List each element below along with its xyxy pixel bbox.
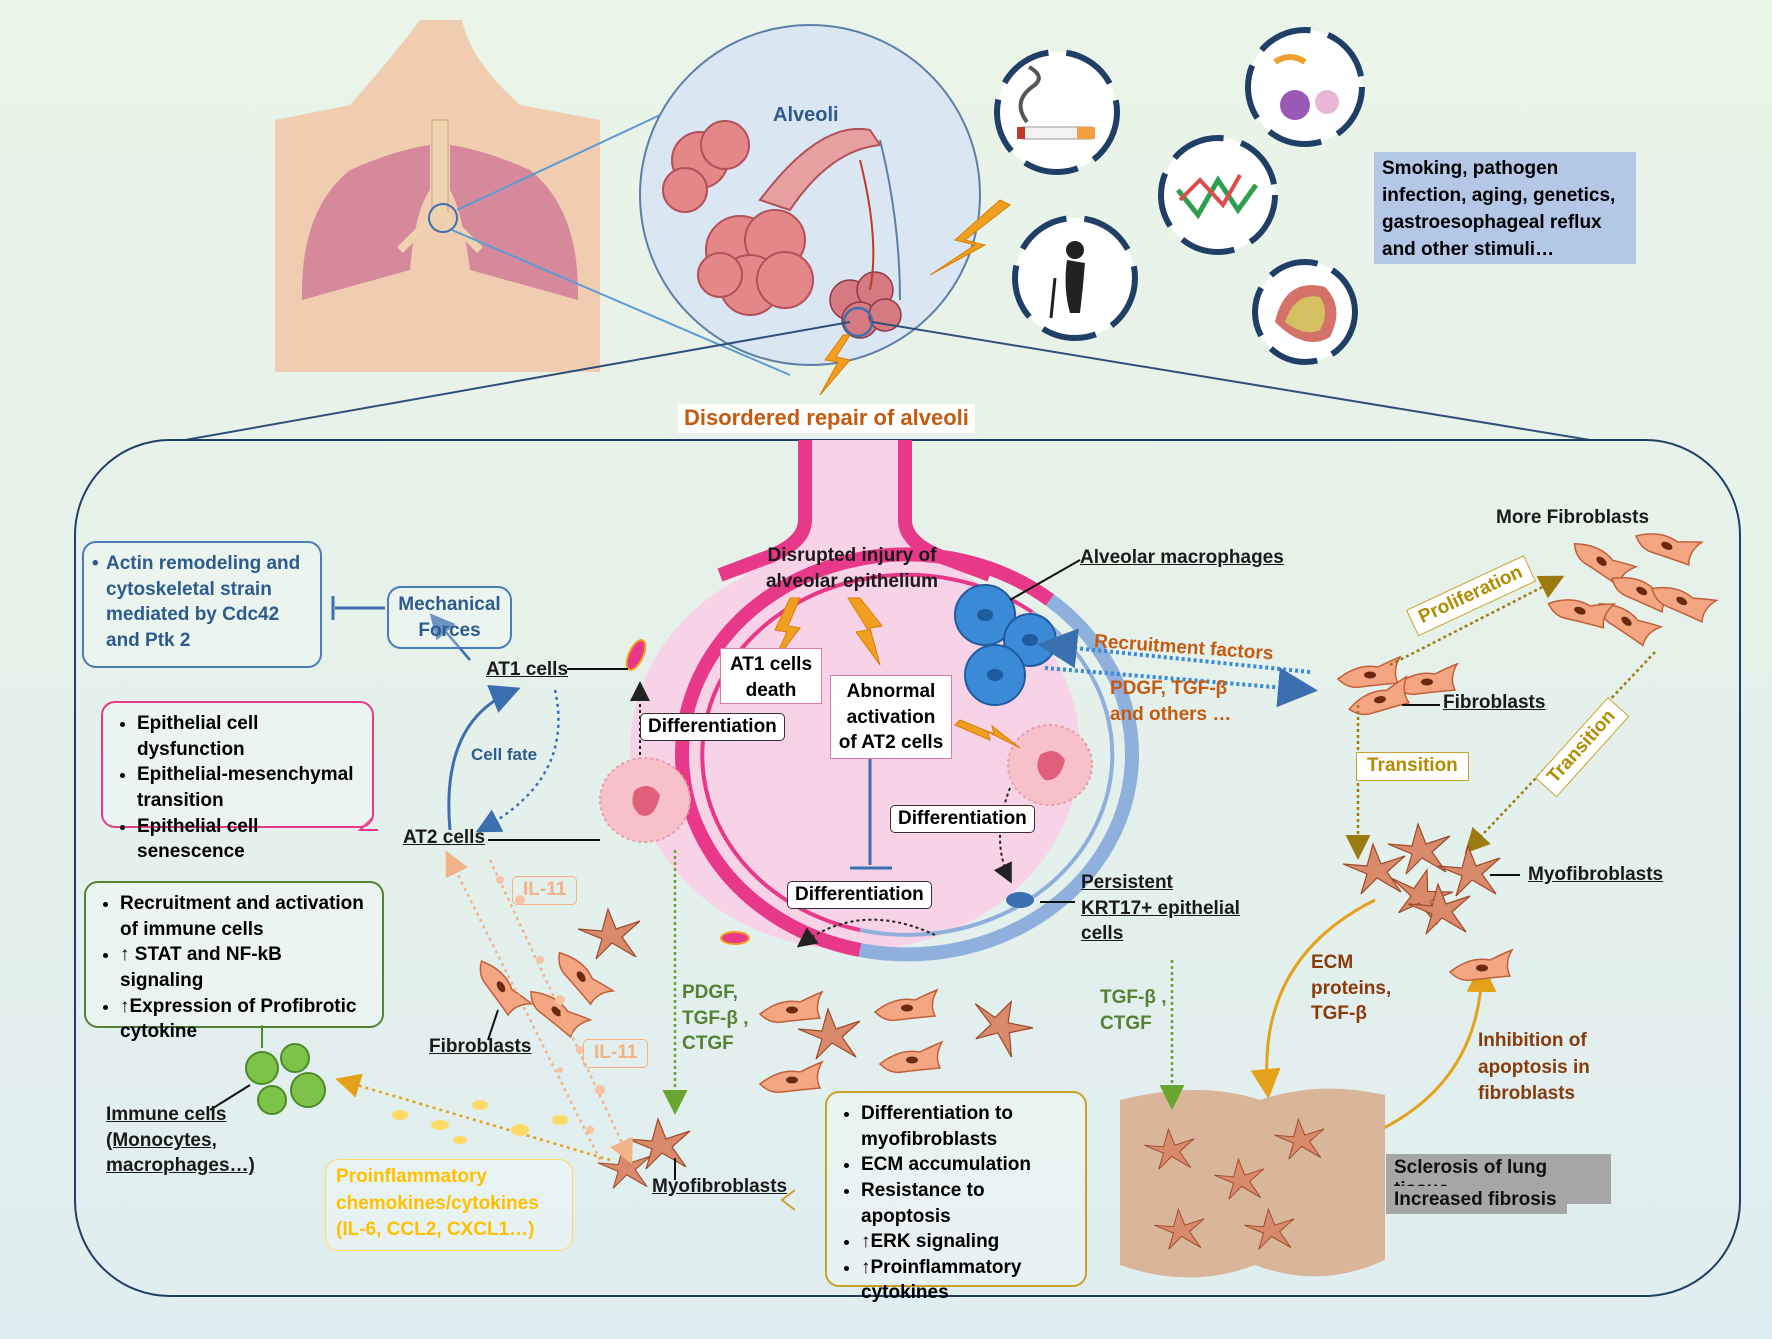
immune-cells-label: Immune cells (Monocytes, macrophages…) (106, 1104, 255, 1177)
myo-item-5: ↑Proinflammatory cytokines (861, 1255, 1073, 1306)
more-fibroblasts-label: More Fibroblasts (1496, 507, 1650, 528)
fibroblasts-right-label: Fibroblasts (1443, 692, 1546, 713)
immune-effects-box: Recruitment and activation of immune cel… (84, 881, 384, 1042)
tgf-ctgf-label: TGF-β , CTGF (1100, 987, 1167, 1034)
pdgf-tgf-label: PDGF, TGF-β and others … (1110, 678, 1232, 725)
inhibition-label: Inhibition of apoptosis in fibroblasts (1478, 1030, 1590, 1105)
fibrosis-label: Increased fibrosis (1386, 1186, 1567, 1214)
immune-cells-illustration (245, 1043, 326, 1115)
fibroblasts-left-label: Fibroblasts (429, 1036, 532, 1057)
torso-lungs-illustration (275, 20, 600, 372)
immune-item-1: Recruitment and activation of immune cel… (120, 891, 370, 942)
differentiation-right-label: Differentiation (890, 805, 1035, 833)
cell-fate-label: Cell fate (471, 745, 538, 764)
epithelial-item-2: Epithelial-mesenchymal transition (137, 762, 360, 813)
disrupted-injury-label: Disrupted injury of alveolar epithelium (765, 545, 939, 592)
myofibroblast-effects-box: Differentiation to myofibroblasts ECM ac… (825, 1091, 1087, 1303)
disordered-repair-title: Disordered repair of alveoli (678, 404, 975, 433)
stimuli-text: Smoking, pathogen infection, aging, gene… (1382, 158, 1616, 260)
actin-remodeling-box: •Actin remodeling and cytoskeletal strai… (82, 541, 322, 668)
stimuli-box: Smoking, pathogen infection, aging, gene… (1374, 152, 1636, 264)
krt17-label: Persistent KRT17+ epithelial cells (1081, 872, 1240, 945)
alveoli-zoom-circle (639, 24, 981, 366)
alveoli-label: Alveoli (773, 104, 839, 126)
myo-item-3: Resistance to apoptosis (861, 1178, 1073, 1229)
myofibroblasts-right-label: Myofibroblasts (1528, 864, 1664, 885)
il11-label-top: IL-11 (512, 876, 578, 905)
immune-item-2: ↑ STAT and NF-kB signaling (120, 942, 370, 993)
proinflammatory-text: Proinflammatory chemokines/cytokines (IL… (336, 1166, 539, 1241)
differentiation-left-label: Differentiation (640, 713, 785, 741)
abnormal-activation-text: Abnormal activation of AT2 cells (838, 681, 944, 754)
myo-item-1: Differentiation to myofibroblasts (861, 1101, 1073, 1152)
epithelial-item-1: Epithelial cell dysfunction (137, 711, 360, 762)
at1-death-text: AT1 cells death (729, 654, 813, 701)
proinflammatory-box: Proinflammatory chemokines/cytokines (IL… (325, 1159, 573, 1251)
at1-cells-label: AT1 cells (486, 659, 569, 680)
fibrotic-tissue (1120, 1088, 1385, 1278)
myofibroblasts-left-label: Myofibroblasts (652, 1176, 788, 1197)
stimulus-icons (994, 27, 1365, 365)
transition-left-label: Transition (1356, 752, 1469, 781)
abnormal-activation-box: Abnormal activation of AT2 cells (830, 675, 952, 759)
ecm-label: ECM proteins, TGF-β (1311, 952, 1392, 1025)
myo-item-2: ECM accumulation (861, 1152, 1073, 1178)
actin-text: Actin remodeling and cytoskeletal strain… (106, 553, 301, 651)
myo-item-4: ↑ERK signaling (861, 1229, 1073, 1255)
mechanical-forces-text: Mechanical Forces (398, 594, 501, 641)
differentiation-bottom-label: Differentiation (787, 881, 932, 909)
at2-cells-label: AT2 cells (403, 827, 486, 848)
mechanical-forces-box: Mechanical Forces (387, 586, 512, 649)
growth-factors-label: PDGF, TGF-β , CTGF (682, 982, 749, 1055)
epithelial-box: Epithelial cell dysfunction Epithelial-m… (101, 701, 374, 862)
immune-item-3: ↑Expression of Profibrotic cytokine (120, 994, 370, 1045)
alveolar-macrophages-label: Alveolar macrophages (1080, 547, 1284, 568)
at1-death-box: AT1 cells death (720, 648, 822, 704)
epithelial-item-3: Epithelial cell senescence (137, 814, 360, 865)
il11-label-bottom: IL-11 (583, 1039, 649, 1068)
